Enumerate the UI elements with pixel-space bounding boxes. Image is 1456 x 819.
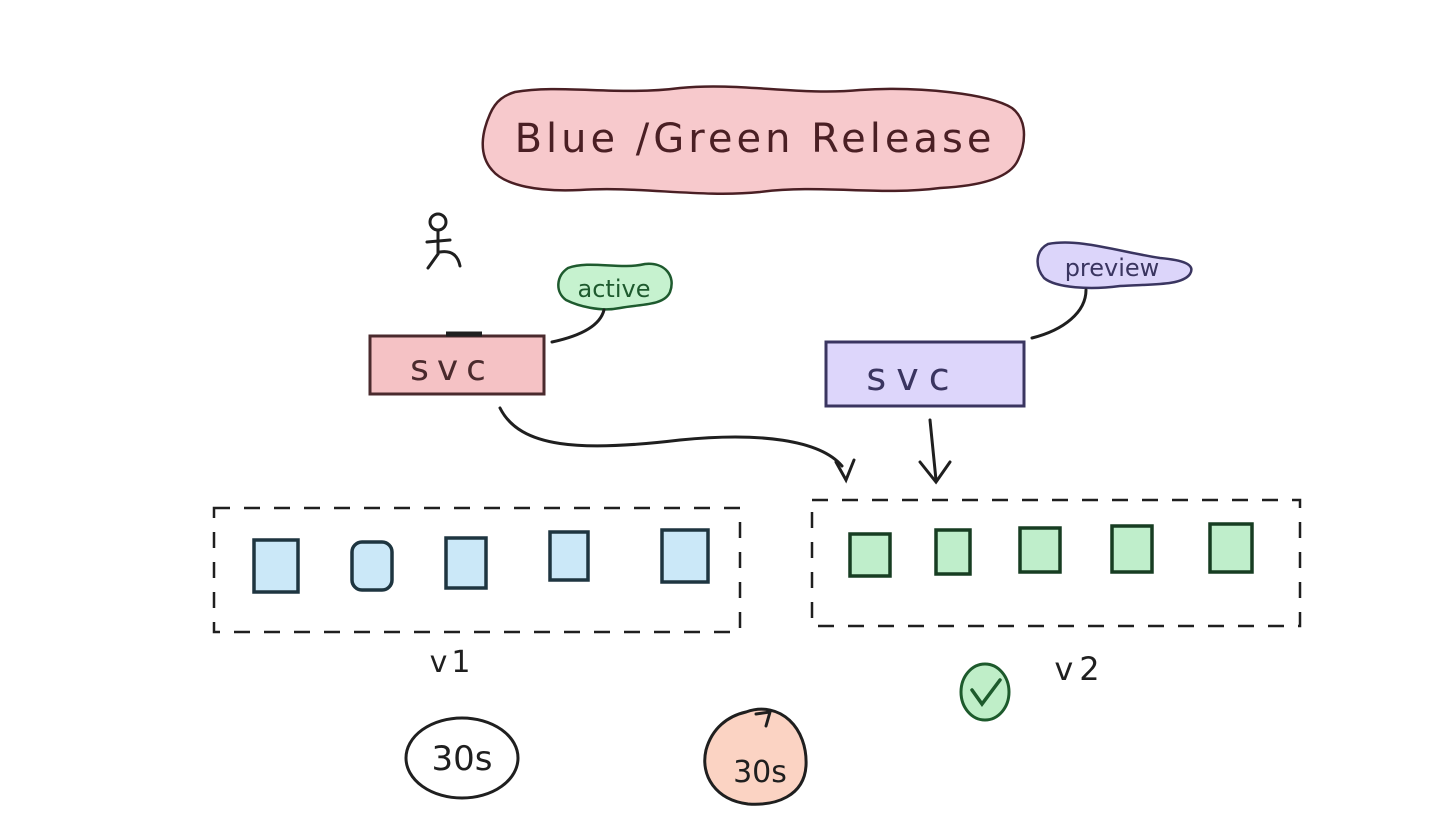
preview-tag-label: preview <box>1065 254 1160 282</box>
switch-arrow <box>498 406 856 484</box>
pod <box>252 538 300 594</box>
pod <box>350 540 394 592</box>
page-title: Blue /Green Release <box>515 116 996 162</box>
active-tag-label: active <box>578 275 651 303</box>
active-tag: active <box>557 262 673 311</box>
pod <box>934 528 972 576</box>
timer-refresh: 30s <box>703 707 808 806</box>
pod <box>1110 524 1154 574</box>
title-blob <box>481 85 1026 195</box>
refresh-arrow-icon <box>754 710 773 728</box>
timer-plain: 30s <box>404 716 520 800</box>
preview-tag-connector <box>1030 288 1088 340</box>
blue-pods <box>252 528 710 594</box>
pod <box>848 532 892 578</box>
blue-service: svc <box>368 331 546 396</box>
title-banner: Blue /Green Release <box>481 85 1026 195</box>
green-version-label: v2 <box>1054 650 1105 688</box>
timer-refresh-label: 30s <box>733 755 787 790</box>
green-service: svc <box>824 340 1026 408</box>
green-pods <box>848 522 1254 578</box>
blue-service-label: svc <box>410 348 494 389</box>
preview-arrow <box>918 418 952 485</box>
pod <box>660 528 710 584</box>
pod <box>1018 526 1062 574</box>
pod <box>1208 522 1254 574</box>
green-service-label: svc <box>866 355 959 399</box>
active-tag-connector <box>550 308 606 344</box>
pod <box>548 530 590 582</box>
blue-pod-group <box>212 506 742 634</box>
check-circle-icon <box>959 662 1011 722</box>
green-pod-group <box>810 498 1302 628</box>
blue-version-label: v1 <box>430 645 475 680</box>
preview-tag: preview <box>1036 241 1193 290</box>
stick-figure-icon <box>425 212 462 270</box>
timer-plain-label: 30s <box>432 739 493 779</box>
pod <box>444 536 488 590</box>
